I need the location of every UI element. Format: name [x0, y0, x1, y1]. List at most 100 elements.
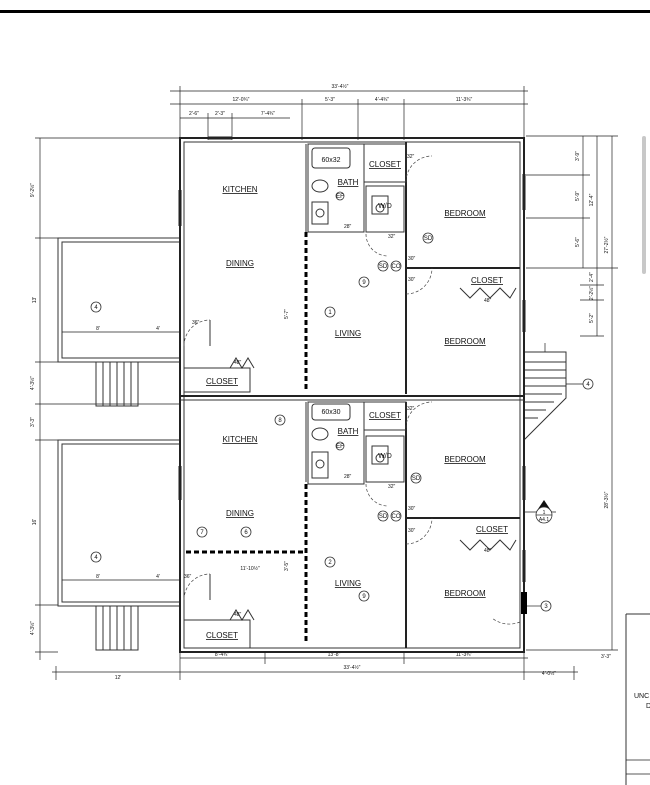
room-bedroom-2-lower: BEDROOM [444, 589, 486, 598]
room-living-lower: LIVING [335, 579, 361, 588]
tag-9-upper: 9 [362, 280, 366, 286]
dim-left-deck-2: 16' [32, 519, 38, 526]
wall-dim-lower-1: 11'-10½" [240, 565, 260, 572]
tag-sd-lower-1: SD [412, 476, 421, 482]
left-dimensions: 9'-2½" 13' 4'-3½" 3'-3" 16' 4'-3½" [29, 137, 180, 660]
room-bedroom-2-upper: BEDROOM [444, 337, 486, 346]
door-48b-upper: 48" [234, 360, 242, 366]
stair-tag: 4 [586, 382, 590, 388]
top-dimensions: 33'-4½" 12'-0¾" 5'-3" 4'-4¾" 11'-3¾" 2'-… [170, 83, 528, 140]
bath-fixtures-lower: 60x30 [311, 403, 389, 479]
cutoff-text-2: D [646, 703, 650, 710]
door-30b-lower: 30" [408, 528, 416, 534]
room-wd-lower: W/D [378, 453, 392, 460]
door-block [521, 592, 527, 614]
dim-left-1: 9'-2½" [29, 183, 36, 197]
dim-right-2: 5'-9" [575, 191, 581, 201]
deck-upper-tag: 4 [94, 305, 98, 311]
room-closet-top-upper: CLOSET [369, 160, 401, 169]
dim-bottom-1: 8'-4¾" [215, 652, 229, 658]
door-30-upper: 30" [408, 256, 416, 262]
door-30b-upper: 30" [408, 277, 416, 283]
door-30-lower: 30" [408, 506, 416, 512]
door-32b-upper: 32" [388, 234, 396, 240]
room-wd-upper: W/D [378, 203, 392, 210]
vertical-scrollbar[interactable] [642, 136, 646, 274]
dim-bottom-2: 13'-8" [328, 652, 341, 658]
tag-ef-lower: EF [336, 444, 344, 450]
tag-7: 7 [200, 530, 204, 536]
room-closet-top-lower: CLOSET [369, 411, 401, 420]
dim-right-3: 5'-6" [575, 237, 581, 247]
door-28-upper: 28" [344, 224, 352, 230]
door-swings [183, 155, 521, 625]
door-32-upper: 32" [407, 154, 415, 160]
tub-upper: 60x32 [321, 157, 340, 164]
tag-co-upper: CO [392, 264, 401, 270]
tag-8: 8 [278, 418, 282, 424]
cutoff-text-1: UNC [634, 693, 649, 700]
bottom-dimensions: 8'-4¾" 13'-8" 11'-3¾" 33'-4½" 12' 4'-0½" [52, 652, 578, 681]
tag-sd-upper-1: SD [424, 236, 433, 242]
new-walls [186, 232, 527, 642]
tag-ef-upper: EF [336, 194, 344, 200]
dim-left-2: 4'-3½" [29, 376, 36, 390]
room-kitchen-lower: KITCHEN [222, 435, 257, 444]
dim-seg-2: 5'-3" [325, 97, 335, 103]
tag-6: 6 [244, 530, 248, 536]
room-closet-bottom-upper: CLOSET [206, 377, 238, 386]
door-36-upper: 36" [192, 320, 200, 326]
deck-lower-gap: 4' [156, 574, 160, 580]
dim-seg-1: 12'-0¾" [233, 97, 250, 103]
room-kitchen-upper: KITCHEN [222, 185, 257, 194]
building-walls [178, 136, 526, 653]
dim-right-8: 5'-2" [589, 313, 595, 323]
section-marker: 1 A4.1 [524, 500, 556, 524]
dim-sub-2: 2'-3" [215, 111, 225, 117]
door-48-lower: 48" [484, 548, 492, 554]
tag-sd-upper-2: SD [379, 264, 388, 270]
room-bedroom-1-upper: BEDROOM [444, 209, 486, 218]
adjacent-drawing-cutoff: UNC D [625, 613, 650, 785]
dim-left-deck: 13' [32, 297, 38, 304]
dim-sub-1: 2'-6" [189, 111, 199, 117]
deck-upper-gap: 4' [156, 326, 160, 332]
door-28-lower: 28" [344, 474, 352, 480]
room-closet-mid-upper: CLOSET [471, 276, 503, 285]
section-number: 1 [543, 510, 546, 516]
room-bath-upper: BATH [338, 178, 359, 187]
deck-upper-width: 8' [96, 326, 100, 332]
dim-sub-3: 7'-4¾" [261, 111, 275, 117]
right-dimensions: 3'-9" 5'-9" 5'-6" 12'-4" 27'-2½" 2'-4" 2… [526, 135, 618, 660]
dim-overall-top: 33'-4½" [332, 83, 349, 90]
dim-left-3: 3'-3" [30, 417, 36, 427]
dim-right-7: 2'-2½" [588, 286, 595, 300]
dim-bottom-overall: 33'-4½" [344, 664, 361, 671]
room-closet-bottom-lower: CLOSET [206, 631, 238, 640]
room-living-upper: LIVING [335, 329, 361, 338]
lower-unit: KITCHEN DINING LIVING BATH CLOSET W/D BE… [184, 406, 552, 640]
wall-dim-lower-2: 3'-5" [284, 561, 290, 571]
room-dining-lower: DINING [226, 509, 254, 518]
wall-dim-upper: 5'-7" [284, 309, 290, 319]
dim-right-9: 28'-3½" [603, 491, 610, 508]
tag-2: 2 [328, 560, 332, 566]
dim-left-4: 4'-3½" [29, 621, 36, 635]
room-bedroom-1-lower: BEDROOM [444, 455, 486, 464]
room-bath-lower: BATH [338, 427, 359, 436]
door-36-lower: 36" [184, 574, 192, 580]
tag-1: 1 [328, 310, 332, 316]
dim-bottom-3: 11'-3¾" [456, 652, 473, 658]
door-32b-lower: 32" [388, 484, 396, 490]
door-48b-lower: 48" [234, 612, 242, 618]
bath-fixtures-upper: 60x32 [311, 147, 389, 225]
dim-right-edge: 3'-3" [601, 654, 611, 660]
dim-bottom-left: 12' [115, 675, 122, 681]
room-dining-upper: DINING [226, 259, 254, 268]
dim-bottom-right: 4'-0½" [542, 670, 556, 677]
tag-co-lower: CO [392, 514, 401, 520]
tag-sd-lower-2: SD [379, 514, 388, 520]
tag-3: 3 [544, 604, 548, 610]
sheet-top-border [0, 10, 650, 13]
